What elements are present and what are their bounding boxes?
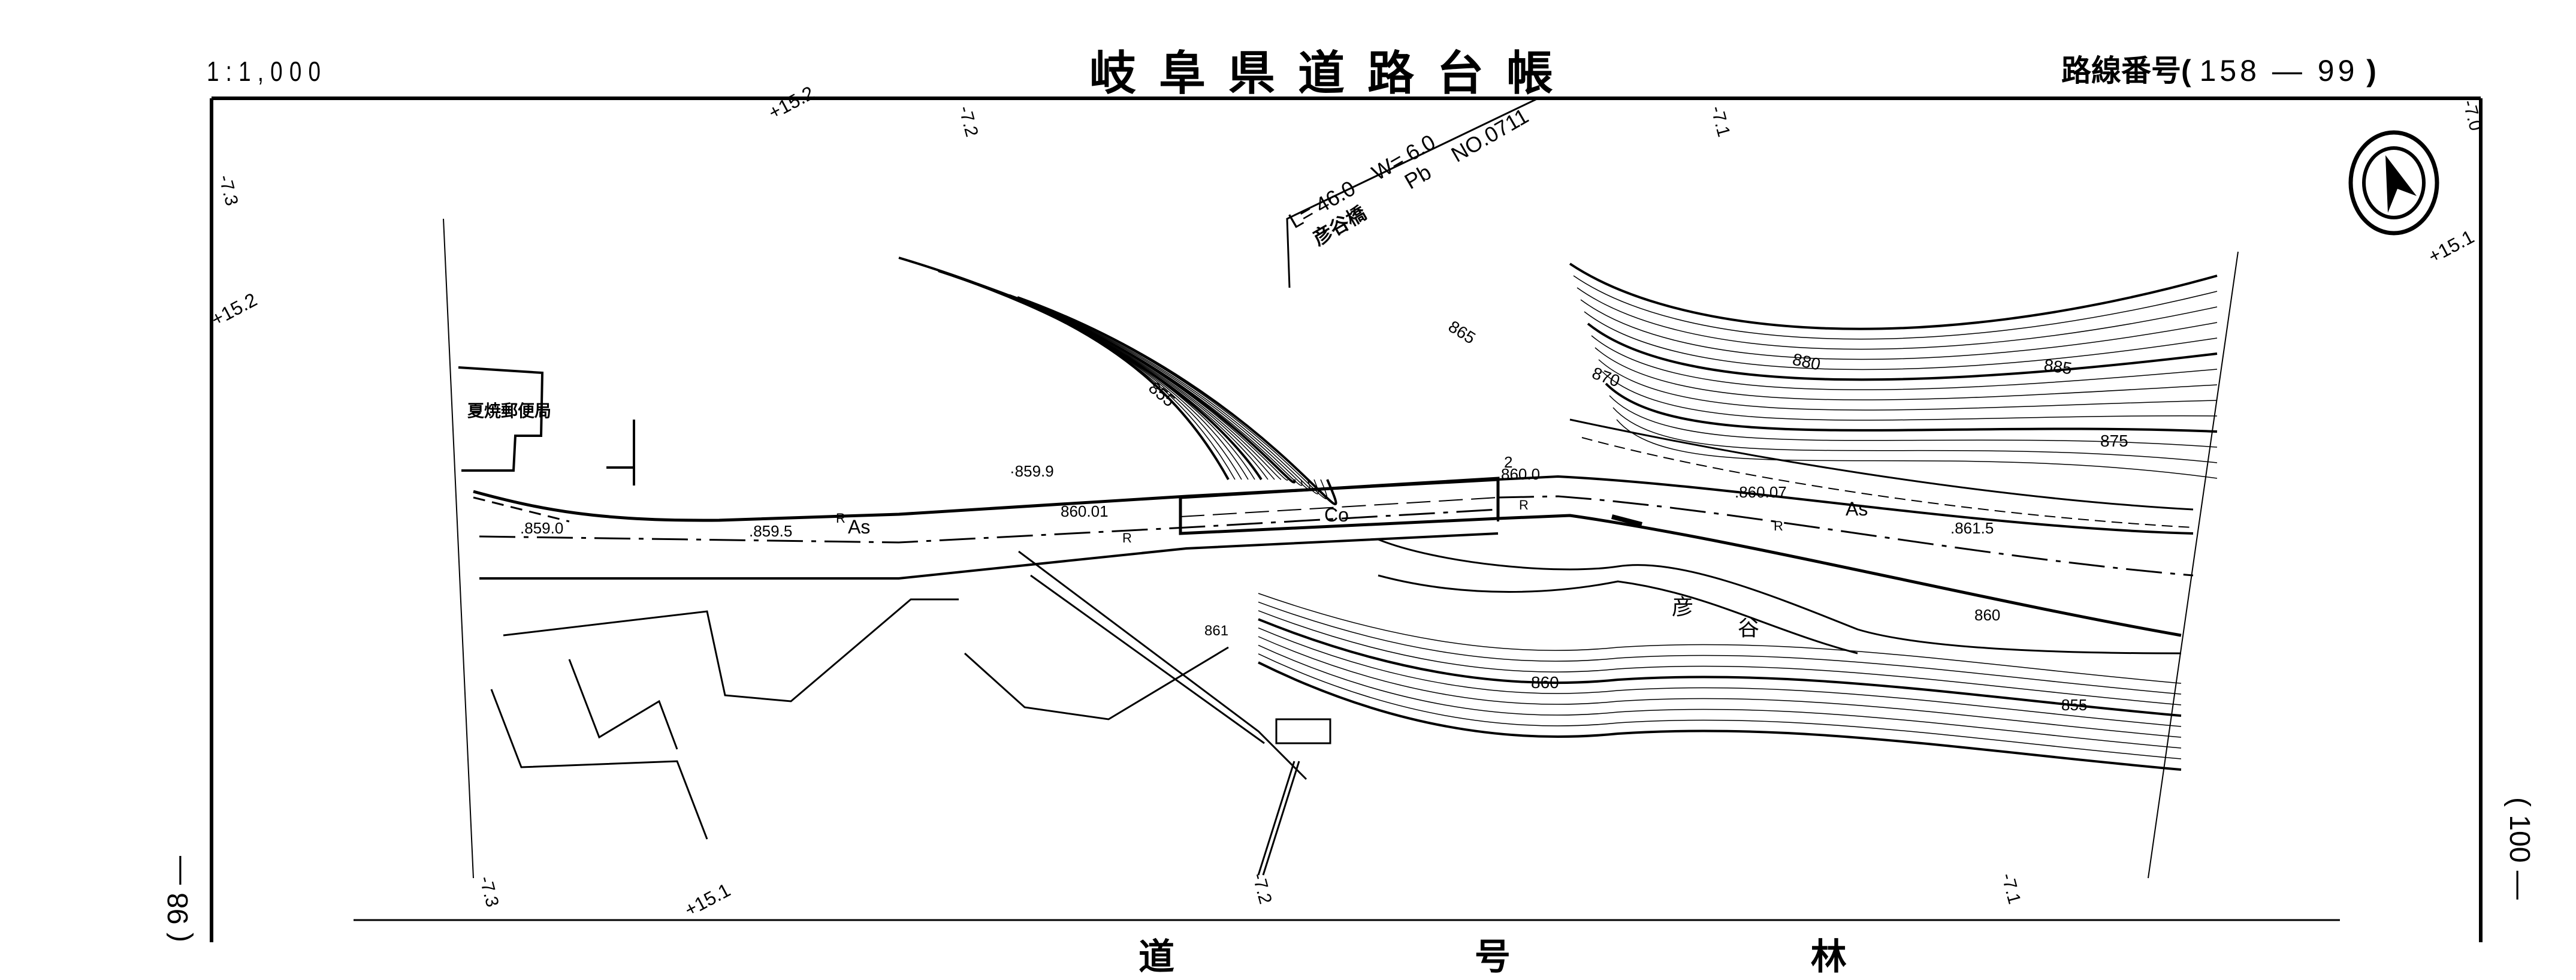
contour-line [1258, 593, 2182, 684]
dist-left-top: -7.3 [215, 173, 241, 207]
contour-line [898, 257, 1230, 480]
contour-line [1569, 263, 2218, 330]
river-label-2: 谷 [1738, 616, 1759, 640]
contour-line [1573, 275, 2218, 340]
offset-bottom-left: +15.1 [681, 879, 733, 921]
contour-line [1001, 291, 1319, 494]
route-label: 路線番号 [2061, 54, 2181, 88]
sheet-boundaries [443, 218, 2239, 879]
spot-height: 860.0 [1501, 465, 1540, 483]
dist-bottom-3: -7.1 [1997, 871, 2024, 906]
spot-heights: .859.0 .859.5 860.01 ·859.9 860.0 .860.0… [520, 453, 1994, 639]
contour-lines-north [898, 257, 2218, 506]
north-arrow-icon [2348, 130, 2439, 236]
spot-height: .859.0 [520, 519, 563, 537]
post-office-label: 夏焼郵便局 [467, 402, 551, 420]
contour-line [977, 283, 1296, 484]
guardrail-label: R [1774, 518, 1783, 533]
width-mark: 2 [1504, 453, 1512, 471]
contour-line [1591, 335, 2218, 391]
contour-line [1258, 618, 2182, 717]
contour-line [1258, 661, 2182, 771]
river-hikotani [1378, 514, 2182, 655]
post-office-building [458, 366, 635, 486]
contour-line [922, 265, 1249, 480]
contour-line [1605, 382, 2218, 433]
contour-label: 875 [2100, 432, 2128, 450]
offset-top-left: +15.2 [207, 288, 260, 330]
offset-top-right: +15.1 [2424, 225, 2477, 267]
contour-line [1577, 287, 2218, 350]
contour-line [1587, 322, 2218, 381]
spot-height: ·859.9 [1010, 462, 1054, 480]
document-title: 岐阜県道路台帳 [1089, 47, 1577, 101]
road-labels: As Co As R R R R [836, 497, 1868, 545]
bridge-hikotani [1179, 98, 1538, 535]
contour-line [906, 260, 1236, 480]
contour-line [1602, 371, 2218, 421]
map-frame [210, 97, 2483, 942]
route-paren-open: ( [2181, 54, 2191, 88]
contour-line [1258, 636, 2182, 738]
contour-line [1598, 359, 2218, 411]
contour-line [1584, 311, 2218, 370]
contour-line [1017, 296, 1337, 506]
contour-line [954, 276, 1275, 480]
dist-bottom-2: -7.2 [1248, 871, 1275, 906]
contour-line [993, 289, 1310, 490]
spot-height: 860.01 [1061, 502, 1109, 520]
river-label-1: 彦 [1672, 595, 1693, 619]
spot-height: 861 [1204, 623, 1228, 639]
road-ledger-map: 夏焼郵便局 L= 46.0 W= 6.0 Pb NO.0711 彦谷橋 彦 谷 [207, 82, 2486, 942]
contour-line [1612, 407, 2218, 463]
contour-line [985, 286, 1303, 486]
contour-line [1258, 653, 2182, 759]
contour-label: 880 [1791, 350, 1822, 374]
dist-bottom-1: -7.3 [475, 874, 502, 909]
contour-line [946, 273, 1269, 480]
contour-label: 860 [1974, 606, 2000, 624]
contour-line [1258, 627, 2182, 727]
dist-top-2: -7.1 [1707, 104, 1734, 138]
route-number-label: 路線番号( 158 — 99 ) [2061, 47, 2376, 90]
spot-height: .861.5 [1950, 519, 1994, 537]
contour-line [1258, 644, 2182, 749]
contour-line [1609, 395, 2218, 448]
edge-labels: +15.2 -7.2 -7.1 -7.0 +15.1 -7.3 +15.2 -7… [207, 82, 2486, 921]
guardrail-label: R [1122, 530, 1132, 545]
retaining-walls [490, 550, 1331, 876]
contour-label: 855 [2061, 696, 2087, 714]
surface-label-as-west: As [848, 516, 870, 538]
contour-label: 885 [2043, 355, 2073, 378]
road-prefectural [473, 418, 2194, 637]
guardrail-label: R [1519, 497, 1529, 512]
contour-lines-south [1258, 593, 2182, 771]
contour-line [1580, 299, 2218, 360]
dist-top-1: -7.2 [955, 104, 982, 138]
contour-line [930, 267, 1255, 480]
contour-label: 860 [1531, 673, 1559, 692]
contour-line [938, 270, 1263, 481]
surface-label-as-east: As [1846, 498, 1868, 520]
contour-line [1594, 347, 2218, 400]
contour-line [1616, 419, 2218, 479]
spot-height: .860.07 [1735, 483, 1787, 501]
contour-label: 865 [1445, 317, 1479, 348]
bridge-annotation: L= 46.0 W= 6.0 Pb NO.0711 彦谷橋 [1285, 103, 1533, 249]
route-paren-close: ) [2366, 54, 2376, 88]
contour-label: 870 [1590, 364, 1623, 391]
contour-line [1258, 601, 2182, 695]
route-number: 158 — 99 [2199, 54, 2358, 88]
surface-label-co-bridge: Co [1324, 504, 1349, 526]
contour-line [1258, 610, 2182, 705]
map-scale: 1:1,000 [207, 56, 328, 87]
offset-top-mid: +15.2 [765, 82, 817, 123]
guardrail-label: R [836, 511, 845, 526]
contour-line [914, 263, 1242, 480]
spot-height: .859.5 [749, 522, 792, 540]
